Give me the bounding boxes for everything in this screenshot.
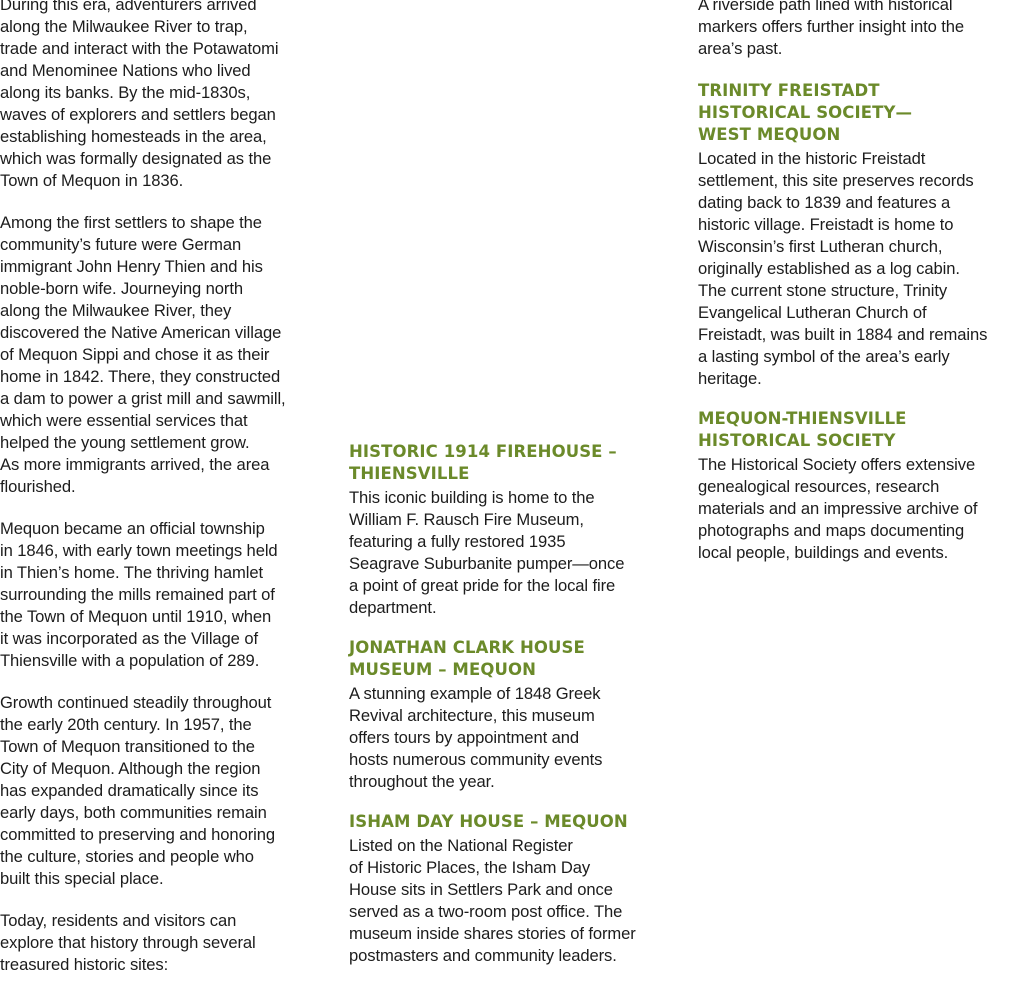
paragraph-growth: Growth continued steadily throughout the…: [0, 693, 275, 888]
site-heading-trinity-freistadt: TRINITY FREISTADT HISTORICAL SOCIETY— WE…: [698, 81, 913, 144]
site-body-historical-society: The Historical Society offers extensive …: [698, 455, 978, 562]
site-clark-house: JONATHAN CLARK HOUSE MUSEUM – MEQUON A s…: [349, 637, 667, 793]
paragraph-today: Today, residents and visitors can explor…: [0, 911, 256, 974]
column-historic-sites: HISTORIC 1914 FIREHOUSE – THIENSVILLE Th…: [349, 441, 667, 985]
site-heading-firehouse: HISTORIC 1914 FIREHOUSE – THIENSVILLE: [349, 442, 617, 483]
paragraph-early-era: During this era, adventurers arrived alo…: [0, 0, 279, 190]
column-history-narrative: During this era, adventurers arrived alo…: [0, 0, 318, 996]
site-heading-clark-house: JONATHAN CLARK HOUSE MUSEUM – MEQUON: [349, 638, 585, 679]
site-body-firehouse: This iconic building is home to the Will…: [349, 488, 625, 617]
site-firehouse: HISTORIC 1914 FIREHOUSE – THIENSVILLE Th…: [349, 441, 667, 619]
site-body-clark-house: A stunning example of 1848 Greek Revival…: [349, 684, 603, 791]
site-isham-day-house: ISHAM DAY HOUSE – MEQUON Listed on the N…: [349, 811, 667, 967]
site-trinity-freistadt: TRINITY FREISTADT HISTORICAL SOCIETY— WE…: [698, 80, 1010, 390]
site-body-trinity-freistadt: Located in the historic Freistadt settle…: [698, 149, 988, 388]
site-body-isham-day-house: Listed on the National Register of Histo…: [349, 836, 636, 965]
site-heading-historical-society: MEQUON-THIENSVILLE HISTORICAL SOCIETY: [698, 409, 907, 450]
column-more-sites: A riverside path lined with historical m…: [698, 0, 1010, 582]
site-historical-society: MEQUON-THIENSVILLE HISTORICAL SOCIETY Th…: [698, 408, 1010, 564]
paragraph-first-settlers: Among the first settlers to shape the co…: [0, 213, 286, 496]
paragraph-riverside-path: A riverside path lined with historical m…: [698, 0, 965, 58]
paragraph-township: Mequon became an official township in 18…: [0, 519, 278, 670]
site-heading-isham-day-house: ISHAM DAY HOUSE – MEQUON: [349, 812, 628, 831]
